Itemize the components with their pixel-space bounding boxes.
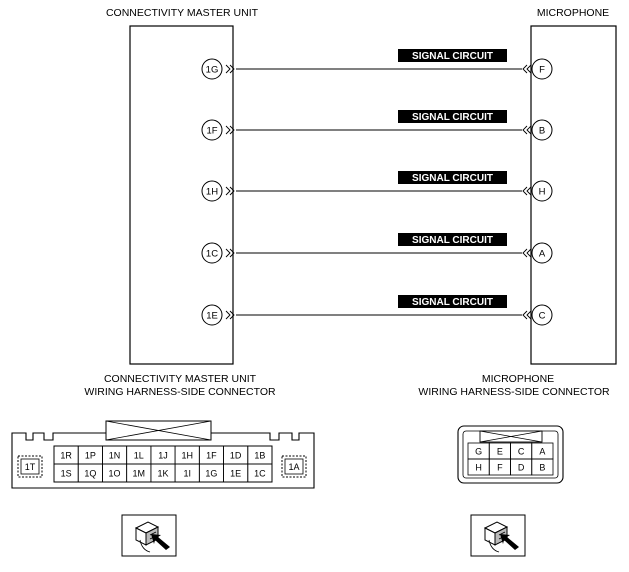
connector-pin-cell <box>247 463 273 483</box>
circuit-group: 1G F SIGNAL CIRCUIT 1F B SIGNAL CIRCUIT 1H H SIG… <box>201 49 553 326</box>
left-pin-label: 1E <box>206 311 218 322</box>
connector-pin-label: 1F <box>206 451 217 461</box>
signal-label: SIGNAL CIRCUIT <box>412 235 493 246</box>
circuit-row: 1F B SIGNAL CIRCUIT <box>201 110 553 141</box>
circuit-row: 1H H SIGNAL CIRCUIT <box>201 171 553 202</box>
left-connector-cells: 1R 1P 1N 1L 1J 1H 1F 1D 1B 1S 1Q 1O 1M 1K 1I 1G 1E 1C <box>53 445 273 483</box>
left-side-tab-outer <box>17 455 43 478</box>
right-pin-label: A <box>539 249 546 260</box>
signal-label: SIGNAL CIRCUIT <box>412 173 493 184</box>
right-connector-outline <box>457 425 564 484</box>
left-unit-box <box>129 25 234 365</box>
left-terminal-chevron <box>225 248 235 258</box>
left-terminal-view-icon <box>121 514 177 557</box>
right-side-tab-outer <box>281 455 307 478</box>
connector-pin-cell <box>531 458 554 476</box>
left-terminal-chevron <box>225 310 235 320</box>
connector-pin-label: D <box>518 463 525 473</box>
signal-label-bg <box>398 171 507 184</box>
right-terminal-chevron <box>522 248 532 258</box>
left-pin-circle <box>201 304 223 326</box>
right-connector-caption-line2: WIRING HARNESS-SIDE CONNECTOR <box>418 386 610 398</box>
right-terminal-chevron <box>522 186 532 196</box>
connector-pin-label: 1I <box>183 469 191 479</box>
right-connector: G E C A H F D B <box>457 425 564 484</box>
left-terminal-chevron <box>225 186 235 196</box>
left-pin-label: 1C <box>206 249 218 260</box>
right-pin-circle <box>531 119 553 141</box>
connector-pin-label: 1R <box>60 451 72 461</box>
left-terminal-chevron <box>225 64 235 74</box>
right-pin-label: B <box>539 126 545 137</box>
connector-pin-label: F <box>497 463 503 473</box>
connector-pin-label: 1O <box>109 469 121 479</box>
connector-pin-label: B <box>539 463 545 473</box>
left-side-tab-inner <box>20 458 40 475</box>
connector-pin-label: 1Q <box>84 469 96 479</box>
right-connector-cells: G E C A H F D B <box>467 442 554 476</box>
right-pin-circle <box>531 58 553 80</box>
left-pin-circle <box>201 58 223 80</box>
left-terminal-chevron <box>225 125 235 135</box>
connector-pin-label: 1P <box>85 451 96 461</box>
right-terminal-chevron <box>522 310 532 320</box>
connector-pin-label: 1J <box>158 451 168 461</box>
right-side-tab-label: 1A <box>288 462 299 472</box>
connector-pin-label: 1E <box>230 469 241 479</box>
right-pin-label: F <box>539 65 545 76</box>
connector-pin-label: 1K <box>157 469 168 479</box>
connector-pin-label: 1C <box>254 469 266 479</box>
circuit-row: 1E C SIGNAL CIRCUIT <box>201 295 553 326</box>
right-pin-label: H <box>539 187 546 198</box>
signal-label-bg <box>398 233 507 246</box>
signal-label: SIGNAL CIRCUIT <box>412 297 493 308</box>
signal-label: SIGNAL CIRCUIT <box>412 112 493 123</box>
right-connector-caption-line1: MICROPHONE <box>482 373 554 385</box>
signal-label-bg <box>398 49 507 62</box>
connector-pin-label: 1H <box>181 451 193 461</box>
right-latch-cross-b <box>479 430 543 443</box>
connector-pin-label: 1N <box>109 451 121 461</box>
circuit-row: 1C A SIGNAL CIRCUIT <box>201 233 553 264</box>
right-unit-title: MICROPHONE <box>537 7 609 19</box>
left-unit-title: CONNECTIVITY MASTER UNIT <box>106 7 259 19</box>
signal-label-bg <box>398 295 507 308</box>
left-side-tab-label: 1T <box>25 462 36 472</box>
left-pin-label: 1H <box>206 187 218 198</box>
left-pin-circle <box>201 180 223 202</box>
left-pin-label: 1G <box>206 65 219 76</box>
left-connector-caption-line2: WIRING HARNESS-SIDE CONNECTOR <box>84 386 276 398</box>
connector-pin-label: A <box>539 447 545 457</box>
left-pin-circle <box>201 119 223 141</box>
right-pin-label: C <box>539 311 546 322</box>
right-pin-circle <box>531 242 553 264</box>
left-pin-circle <box>201 242 223 264</box>
circuit-row: 1G F SIGNAL CIRCUIT <box>201 49 553 80</box>
right-side-tab-inner <box>284 458 304 475</box>
left-connector-caption-line1: CONNECTIVITY MASTER UNIT <box>104 373 257 385</box>
connector-pin-label: 1L <box>134 451 144 461</box>
signal-label: SIGNAL CIRCUIT <box>412 51 493 62</box>
connector-pin-label: 1D <box>230 451 242 461</box>
connector-pin-label: H <box>475 463 482 473</box>
left-pin-label: 1F <box>206 126 217 137</box>
left-connector-outline <box>11 432 315 489</box>
right-terminal-chevron <box>522 64 532 74</box>
connector-pin-label: E <box>497 447 503 457</box>
connector-pin-label: 1M <box>133 469 146 479</box>
right-pin-circle <box>531 304 553 326</box>
right-pin-circle <box>531 180 553 202</box>
connector-pin-label: C <box>518 447 525 457</box>
left-latch-cross-b <box>105 420 212 441</box>
connector-pin-label: 1B <box>254 451 265 461</box>
right-terminal-chevron <box>522 125 532 135</box>
connector-pin-label: 1S <box>61 469 72 479</box>
connector-pin-label: 1G <box>205 469 217 479</box>
right-terminal-view-icon <box>470 514 526 557</box>
signal-label-bg <box>398 110 507 123</box>
connector-pin-label: G <box>475 447 482 457</box>
